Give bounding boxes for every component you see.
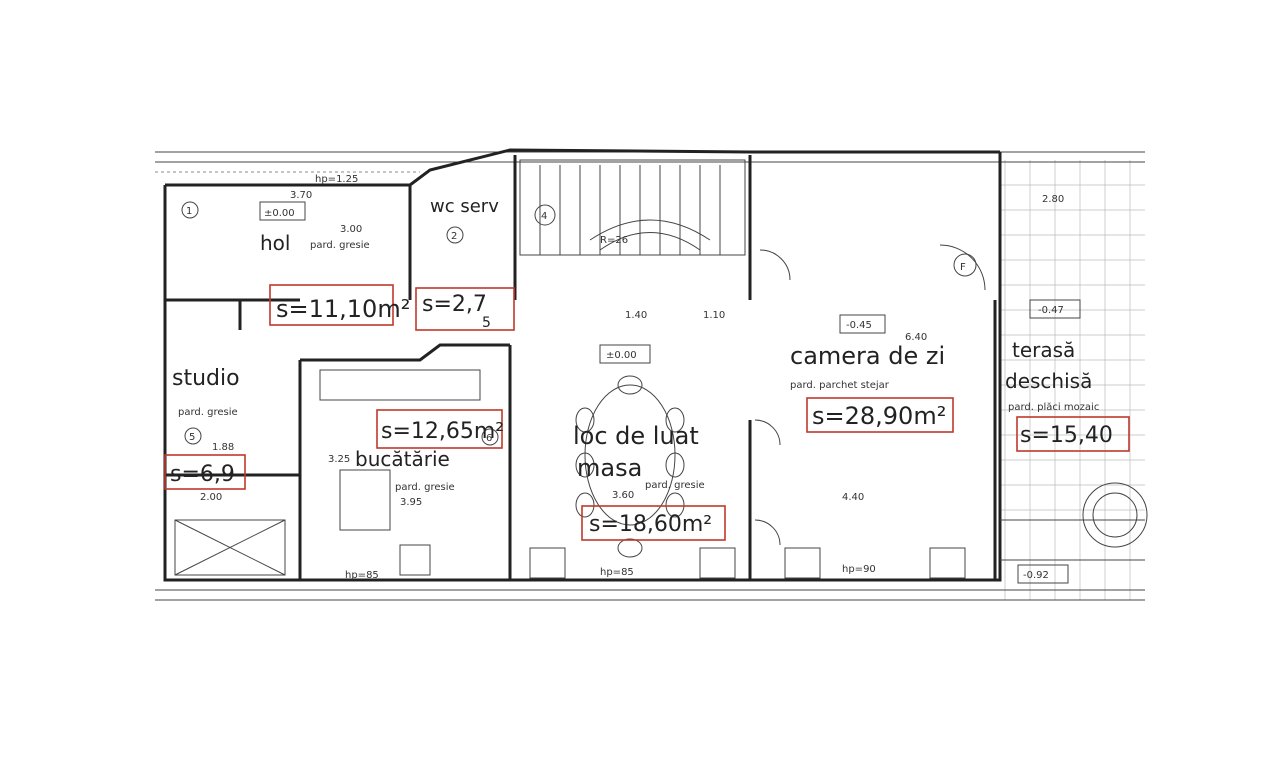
room-name-dining: loc de luat	[573, 422, 699, 450]
dim-dining-width: 3.60	[612, 490, 634, 501]
level-camera: -0.45	[846, 320, 872, 331]
dim-studio-height: 1.88	[212, 442, 234, 453]
dimension-lines	[155, 151, 1145, 601]
room-name-terasa-2: deschisă	[1005, 369, 1092, 393]
dim-hp-hol: hp=1.25	[315, 174, 358, 185]
marker-5: 5	[189, 432, 195, 443]
room-finish-camera: pard. parchet stejar	[790, 380, 890, 391]
kitchen-counter	[319, 369, 481, 576]
dim-kitchen-height: 3.25	[328, 454, 350, 465]
marker-1: 1	[186, 206, 192, 217]
dim-camera-width: 4.40	[842, 492, 864, 503]
marker-4: 4	[541, 211, 547, 222]
area-boxes	[164, 284, 1130, 541]
area-studio: s=6,9	[170, 462, 235, 487]
windows	[529, 547, 966, 579]
room-finish-studio: pard. gresie	[178, 407, 238, 418]
area-wc-extra: 5	[482, 315, 491, 331]
room-name-terasa: terasă	[1012, 338, 1075, 362]
dim-kitchen-width: 3.95	[400, 497, 422, 508]
dim-hp-camera: hp=90	[842, 564, 876, 575]
room-name-camera: camera de zi	[790, 342, 945, 370]
level-boxes	[259, 201, 1081, 584]
room-name-hol: hol	[260, 231, 290, 255]
room-finish-hol: pard. gresie	[310, 240, 370, 251]
staircase	[519, 159, 746, 256]
marker-2: 2	[451, 231, 457, 242]
area-camera: s=28,90m²	[812, 402, 946, 430]
terrace-table	[1082, 482, 1148, 548]
area-hol: s=11,10m²	[276, 295, 410, 323]
dim-hp-dining: hp=85	[600, 567, 634, 578]
door-swings	[754, 244, 986, 546]
dim-terasa-width: 2.80	[1042, 194, 1064, 205]
dim-hp-kitchen: hp=85	[345, 570, 379, 581]
circle-markers	[181, 201, 977, 446]
dim-stair-r: R=26	[600, 235, 628, 246]
dim-hol-height: 3.00	[340, 224, 362, 235]
dim-hol-width: 3.70	[290, 190, 312, 201]
area-wc: s=2,7	[422, 292, 487, 317]
dining-table	[575, 375, 685, 558]
room-finish-terasa: pard. plăci mozaic	[1008, 402, 1099, 413]
marker-6: 6	[486, 433, 492, 444]
room-name-wc: wc serv	[430, 196, 499, 217]
studio-bed	[174, 519, 286, 576]
level-dining: ±0.00	[606, 350, 637, 361]
room-name-studio: studio	[172, 366, 240, 391]
room-name-dining-2: masa	[577, 454, 642, 482]
marker-f: F	[960, 262, 966, 273]
room-finish-bucatarie: pard. gresie	[395, 482, 455, 493]
area-dining: s=18,60m²	[589, 512, 712, 537]
level-terasa: -0.47	[1038, 305, 1064, 316]
room-name-bucatarie: bucătărie	[355, 447, 450, 471]
level-hol: ±0.00	[264, 208, 295, 219]
area-terasa: s=15,40	[1020, 423, 1113, 448]
dim-camera-height: 6.40	[905, 332, 927, 343]
area-bucatarie: s=12,65m²	[381, 419, 504, 444]
walls	[163, 148, 1145, 582]
dim-dining-gap2: 1.10	[703, 310, 725, 321]
dim-dining-gap: 1.40	[625, 310, 647, 321]
level-terasa-low: -0.92	[1023, 570, 1049, 581]
room-finish-dining: pard. gresie	[645, 480, 705, 491]
dim-studio-width: 2.00	[200, 492, 222, 503]
terrace-tile-grid	[1000, 160, 1145, 600]
